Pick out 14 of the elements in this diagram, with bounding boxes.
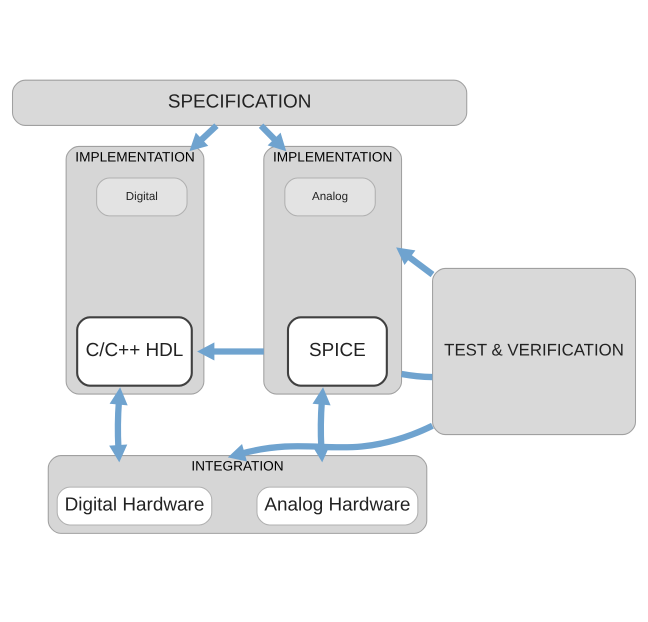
arrow bbox=[189, 123, 219, 152]
arrow bbox=[109, 387, 128, 462]
arrow bbox=[197, 342, 264, 361]
node-box: Digital Hardware bbox=[56, 486, 212, 526]
node-box: Analog Hardware bbox=[256, 486, 418, 526]
arrow bbox=[258, 123, 286, 152]
node-box: TEST & VERIFICATION bbox=[432, 268, 636, 436]
node-box: Analog bbox=[284, 177, 376, 216]
arrow bbox=[396, 247, 434, 278]
node-box: Digital bbox=[96, 177, 188, 216]
node-box: C/C++ HDL bbox=[76, 316, 193, 387]
connector bbox=[401, 370, 432, 380]
node-box: SPICE bbox=[286, 316, 388, 387]
node-box: SPECIFICATION bbox=[12, 80, 468, 126]
